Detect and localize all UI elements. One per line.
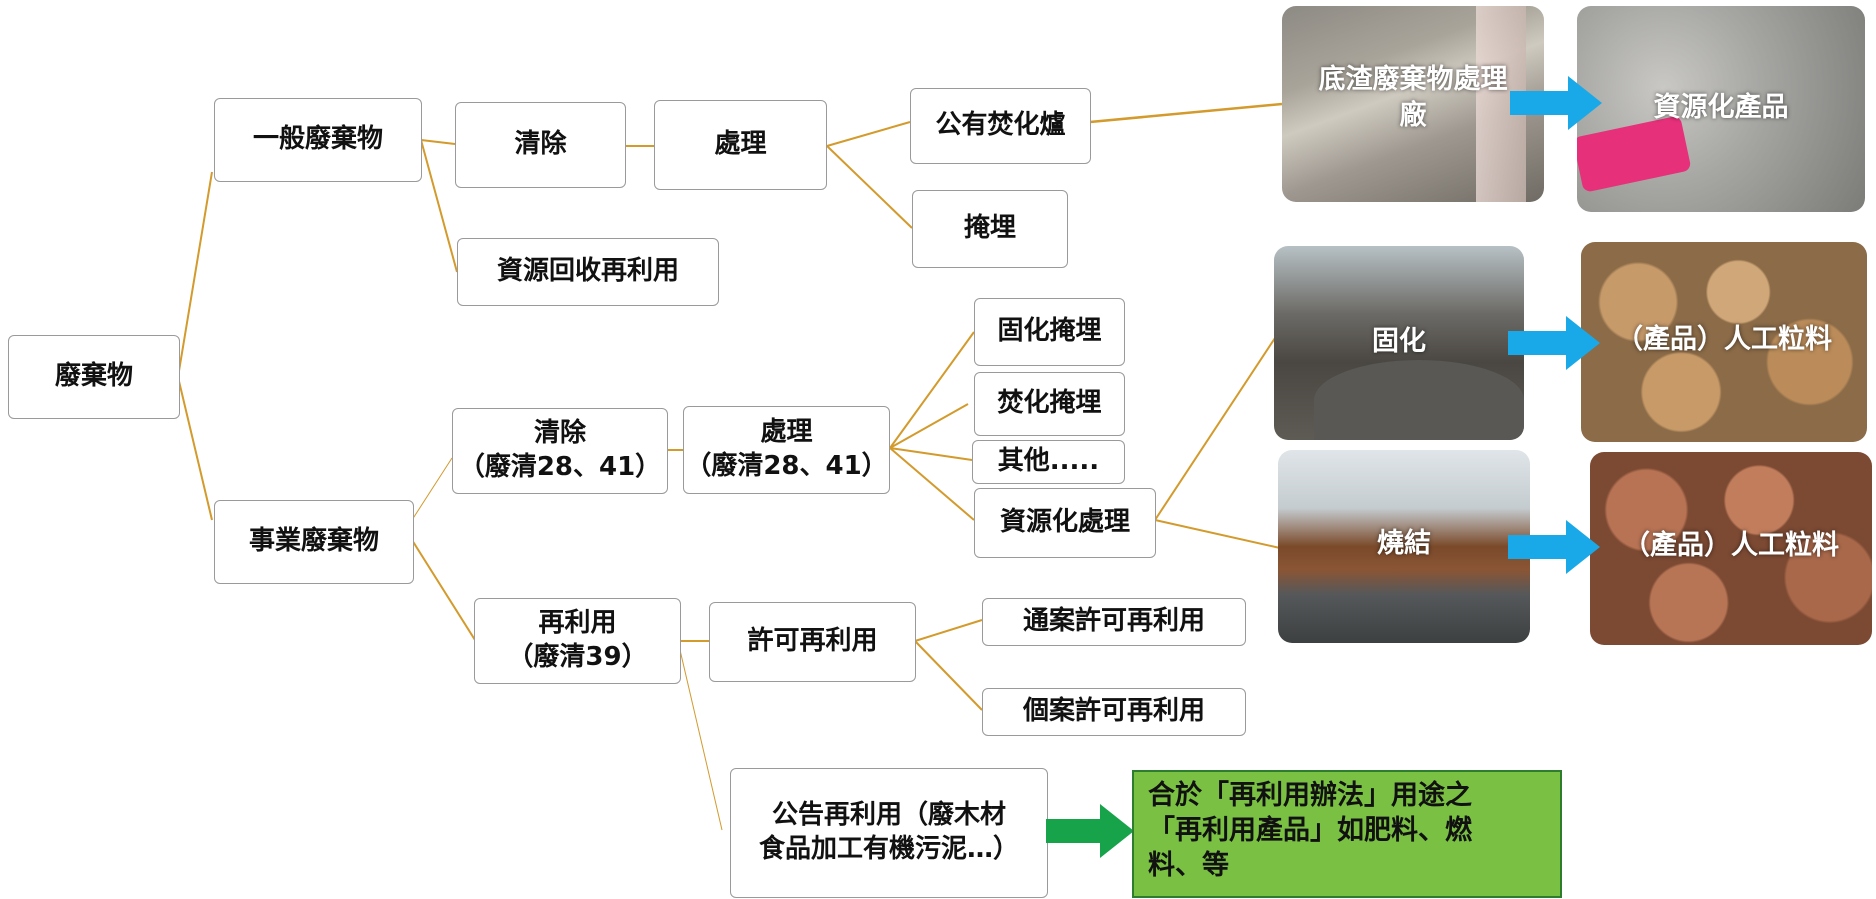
node-permit-reuse: 許可再利用: [709, 602, 916, 682]
link-treat-solidify: [889, 331, 975, 449]
node-permit-reuse-label: 許可再利用: [747, 626, 878, 657]
node-general-waste-label: 一般廢棄物: [252, 124, 383, 155]
link-reuse-announced: [679, 649, 723, 831]
node-industrial-treat: 處理 （廢清28、41）: [683, 406, 890, 494]
node-landfill-label: 掩埋: [963, 213, 1016, 244]
node-others-label: 其他.....: [997, 446, 1100, 477]
blue-arrow-right: [1508, 520, 1600, 574]
node-announced-reuse-line2: 食品加工有機污泥…）: [758, 834, 1019, 864]
photo-artificial-aggregate-1: （產品）人工粒料: [1581, 242, 1867, 442]
link-resource-sintering: [1154, 519, 1281, 549]
photo-artificial-aggregate-2: （產品）人工粒料: [1590, 452, 1872, 645]
link-treat-others: [889, 447, 973, 461]
node-industrial-waste-label: 事業廢棄物: [248, 526, 379, 557]
node-resource-recycling-label: 資源回收再利用: [496, 256, 679, 287]
node-industrial-clear: 清除 （廢清28、41）: [452, 408, 668, 494]
link-permit-individual: [914, 640, 983, 711]
node-individual-permit-reuse: 個案許可再利用: [982, 688, 1246, 736]
link-incinerator-plant: [1089, 102, 1283, 124]
link-treat-incinerator: [826, 121, 911, 147]
reuse-product-note-line3: 料、等: [1148, 850, 1229, 882]
node-resource-treatment: 資源化處理: [974, 488, 1156, 558]
node-public-incinerator: 公有焚化爐: [910, 88, 1091, 164]
node-industrial-clear-line1: 清除: [533, 418, 586, 449]
node-general-permit-reuse: 通案許可再利用: [982, 598, 1246, 646]
reuse-product-note-line1: 合於「再利用辦法」用途之: [1148, 780, 1472, 811]
node-reuse-line1: 再利用: [538, 608, 617, 639]
link-waste-industrial: [177, 376, 213, 521]
node-landfill: 掩埋: [912, 190, 1068, 268]
green-arrow-right: [1046, 804, 1134, 858]
node-solidify-landfill-label: 固化掩埋: [997, 316, 1102, 347]
node-industrial-treat-line2: （廢清28、41）: [685, 451, 888, 481]
node-incinerate-landfill-label: 焚化掩埋: [997, 388, 1102, 419]
node-general-clear: 清除: [455, 102, 626, 188]
link-waste-general: [177, 171, 213, 378]
photo-solidification: 固化: [1274, 246, 1524, 440]
bottom-ash-plant-caption-1: 底渣廢棄物處理: [1318, 64, 1508, 95]
node-general-treat: 處理: [654, 100, 827, 190]
sintering-caption: 燒結: [1377, 528, 1431, 559]
link-resource-solidification: [1154, 337, 1276, 521]
node-industrial-waste: 事業廢棄物: [214, 500, 414, 584]
link-treat-landfill: [826, 145, 913, 229]
photo-resource-product: 資源化產品: [1577, 6, 1865, 212]
reuse-product-note-line2: 「再利用產品」如肥料、燃: [1148, 815, 1472, 847]
node-others: 其他.....: [972, 440, 1125, 484]
link-industrial-reuse: [411, 539, 476, 641]
link-treat-resource: [889, 447, 975, 521]
node-incinerate-landfill: 焚化掩埋: [974, 372, 1125, 436]
node-waste-label: 廢棄物: [54, 361, 133, 392]
node-public-incinerator-label: 公有焚化爐: [935, 110, 1066, 141]
link-treat-incinerate: [889, 403, 969, 449]
artificial-aggregate-2-caption: （產品）人工粒料: [1623, 530, 1839, 561]
photo-sintering: 燒結: [1278, 450, 1530, 643]
photo-bottom-ash-plant: 底渣廢棄物處理 廠: [1282, 6, 1544, 202]
blue-arrow-right: [1510, 76, 1602, 130]
artificial-aggregate-1-caption: （產品）人工粒料: [1616, 324, 1832, 355]
resource-product-caption: 資源化產品: [1653, 92, 1789, 123]
node-industrial-clear-line2: （廢清28、41）: [458, 452, 662, 482]
node-resource-treatment-label: 資源化處理: [999, 507, 1130, 538]
node-reuse: 再利用 （廢清39）: [474, 598, 681, 684]
node-general-treat-label: 處理: [714, 129, 767, 160]
blue-arrow-right: [1508, 316, 1600, 370]
node-industrial-treat-line1: 處理: [760, 417, 813, 448]
link-industrial-clear: [411, 457, 453, 521]
bottom-ash-plant-caption-2: 廠: [1399, 100, 1427, 132]
link-permit-general: [914, 619, 983, 642]
node-reuse-line2: （廢清39）: [507, 642, 648, 672]
node-solidify-landfill: 固化掩埋: [974, 298, 1125, 366]
node-general-permit-reuse-label: 通案許可再利用: [1022, 606, 1205, 637]
node-general-clear-label: 清除: [514, 129, 567, 160]
link-general-clear: [420, 139, 456, 145]
node-individual-permit-reuse-label: 個案許可再利用: [1022, 696, 1205, 727]
link-general-recycle: [420, 139, 458, 273]
node-resource-recycling: 資源回收再利用: [457, 238, 719, 306]
reuse-product-note: 合於「再利用辦法」用途之 「再利用產品」如肥料、燃 料、等: [1132, 770, 1562, 898]
node-announced-reuse-line1: 公告再利用（廢木材: [771, 800, 1006, 831]
node-general-waste: 一般廢棄物: [214, 98, 422, 182]
node-waste: 廢棄物: [8, 335, 180, 419]
node-announced-reuse: 公告再利用（廢木材 食品加工有機污泥…）: [730, 768, 1048, 898]
solidification-caption: 固化: [1372, 326, 1426, 357]
